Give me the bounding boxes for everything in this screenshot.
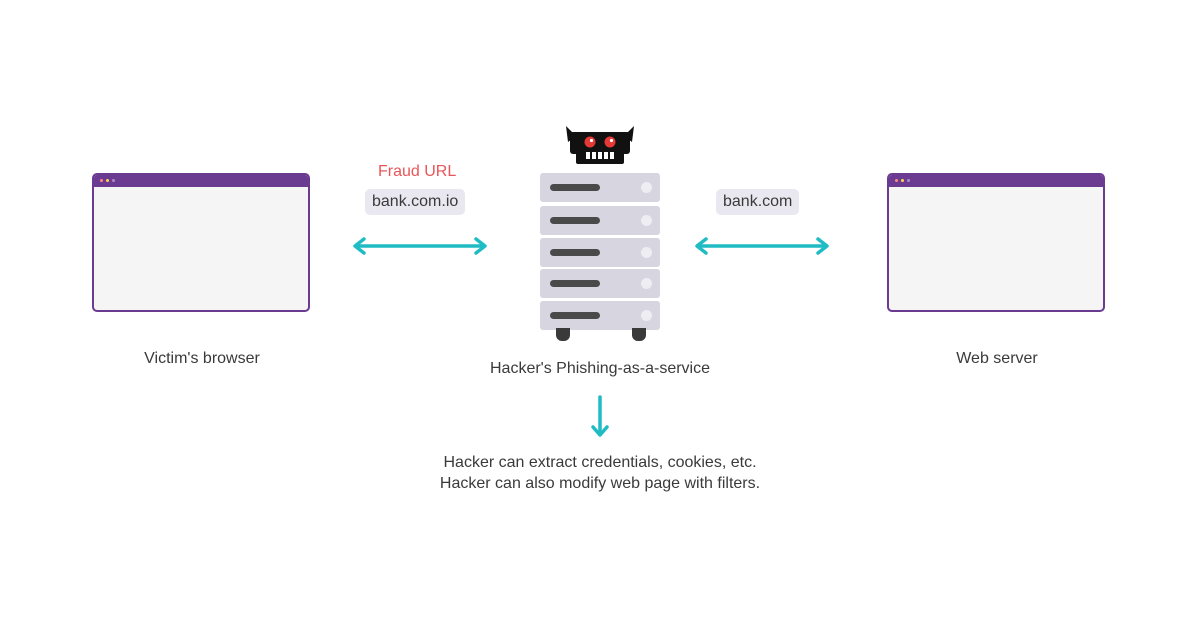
server-foot (556, 328, 570, 341)
window-dot-icon (100, 179, 103, 182)
window-dot-icon (907, 179, 910, 182)
browser-titlebar (889, 175, 1103, 187)
browser-titlebar (94, 175, 308, 187)
server-led (641, 278, 652, 289)
server-unit (540, 301, 660, 330)
fraud-url-pill: bank.com.io (365, 189, 466, 215)
phishing-service-label: Hacker's Phishing-as-a-service (489, 360, 710, 377)
victim-browser-window (92, 173, 310, 312)
down-arrow-icon (591, 395, 609, 437)
server-unit (540, 238, 660, 267)
server-slot (550, 217, 600, 224)
outcome-line-1: Hacker can extract credentials, cookies,… (443, 454, 757, 471)
window-dot-icon (112, 179, 115, 182)
horned-robot-skull-icon (566, 126, 634, 164)
window-dot-icon (895, 179, 898, 182)
server-led (641, 247, 652, 258)
web-server-label: Web server (956, 350, 1038, 367)
web-server-window (887, 173, 1105, 312)
outcome-line-2: Hacker can also modify web page with fil… (439, 475, 761, 492)
server-foot (632, 328, 646, 341)
server-unit (540, 269, 660, 298)
window-dot-icon (901, 179, 904, 182)
server-slot (550, 249, 600, 256)
victim-browser-label: Victim's browser (144, 350, 260, 367)
double-arrow-icon (353, 237, 487, 255)
double-arrow-icon (695, 237, 829, 255)
real-url-pill: bank.com (716, 189, 800, 215)
server-led (641, 310, 652, 321)
window-dot-icon (106, 179, 109, 182)
server-unit (540, 173, 660, 202)
server-slot (550, 280, 600, 287)
fraud-url-label: Fraud URL (378, 163, 457, 180)
server-unit (540, 206, 660, 235)
server-slot (550, 312, 600, 319)
server-led (641, 215, 652, 226)
server-led (641, 182, 652, 193)
server-slot (550, 184, 600, 191)
